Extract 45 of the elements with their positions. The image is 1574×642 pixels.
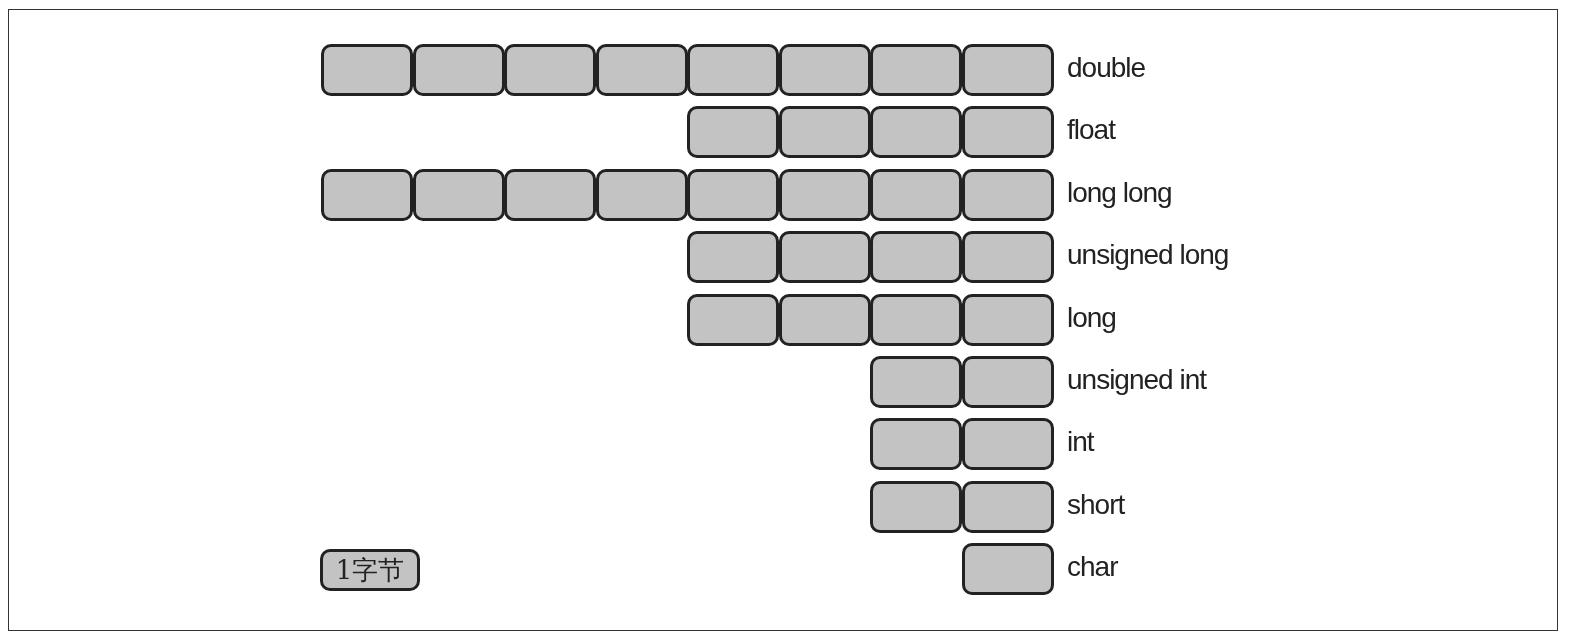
byte-box	[778, 106, 871, 159]
byte-box	[961, 168, 1054, 221]
legend-key-box: 1字节	[320, 549, 420, 592]
type-label: long	[1067, 300, 1116, 335]
byte-box	[961, 356, 1054, 408]
byte-box	[321, 168, 413, 221]
byte-box	[687, 293, 779, 346]
byte-box	[687, 168, 779, 221]
type-label: int	[1067, 425, 1094, 460]
byte-box	[412, 168, 505, 221]
byte-box	[870, 480, 962, 533]
byte-box	[870, 418, 962, 471]
byte-box	[961, 44, 1054, 96]
type-label: unsigned long	[1067, 238, 1229, 273]
byte-box	[687, 44, 779, 96]
byte-box	[778, 168, 871, 221]
byte-box	[870, 231, 962, 284]
byte-box	[870, 356, 962, 408]
byte-box	[961, 293, 1054, 346]
byte-box	[961, 231, 1054, 284]
byte-box	[870, 44, 962, 96]
byte-box	[870, 168, 962, 221]
byte-box	[595, 44, 688, 96]
byte-box	[961, 480, 1054, 533]
byte-box	[504, 168, 596, 221]
byte-box	[961, 543, 1054, 596]
byte-box	[321, 44, 413, 96]
byte-box	[687, 106, 779, 159]
byte-box	[504, 44, 596, 96]
type-label: double	[1067, 51, 1146, 85]
byte-box	[412, 44, 505, 96]
type-label: float	[1067, 113, 1115, 148]
byte-box	[961, 418, 1054, 471]
byte-box	[778, 44, 871, 96]
type-label: long long	[1067, 175, 1172, 210]
type-label: short	[1067, 487, 1125, 522]
type-label: char	[1067, 550, 1118, 585]
byte-box	[778, 231, 871, 284]
byte-box	[778, 293, 871, 346]
type-label: unsigned int	[1067, 363, 1206, 397]
byte-box	[870, 293, 962, 346]
byte-box	[595, 168, 688, 221]
byte-box	[870, 106, 962, 159]
byte-box	[687, 231, 779, 284]
byte-box	[961, 106, 1054, 159]
